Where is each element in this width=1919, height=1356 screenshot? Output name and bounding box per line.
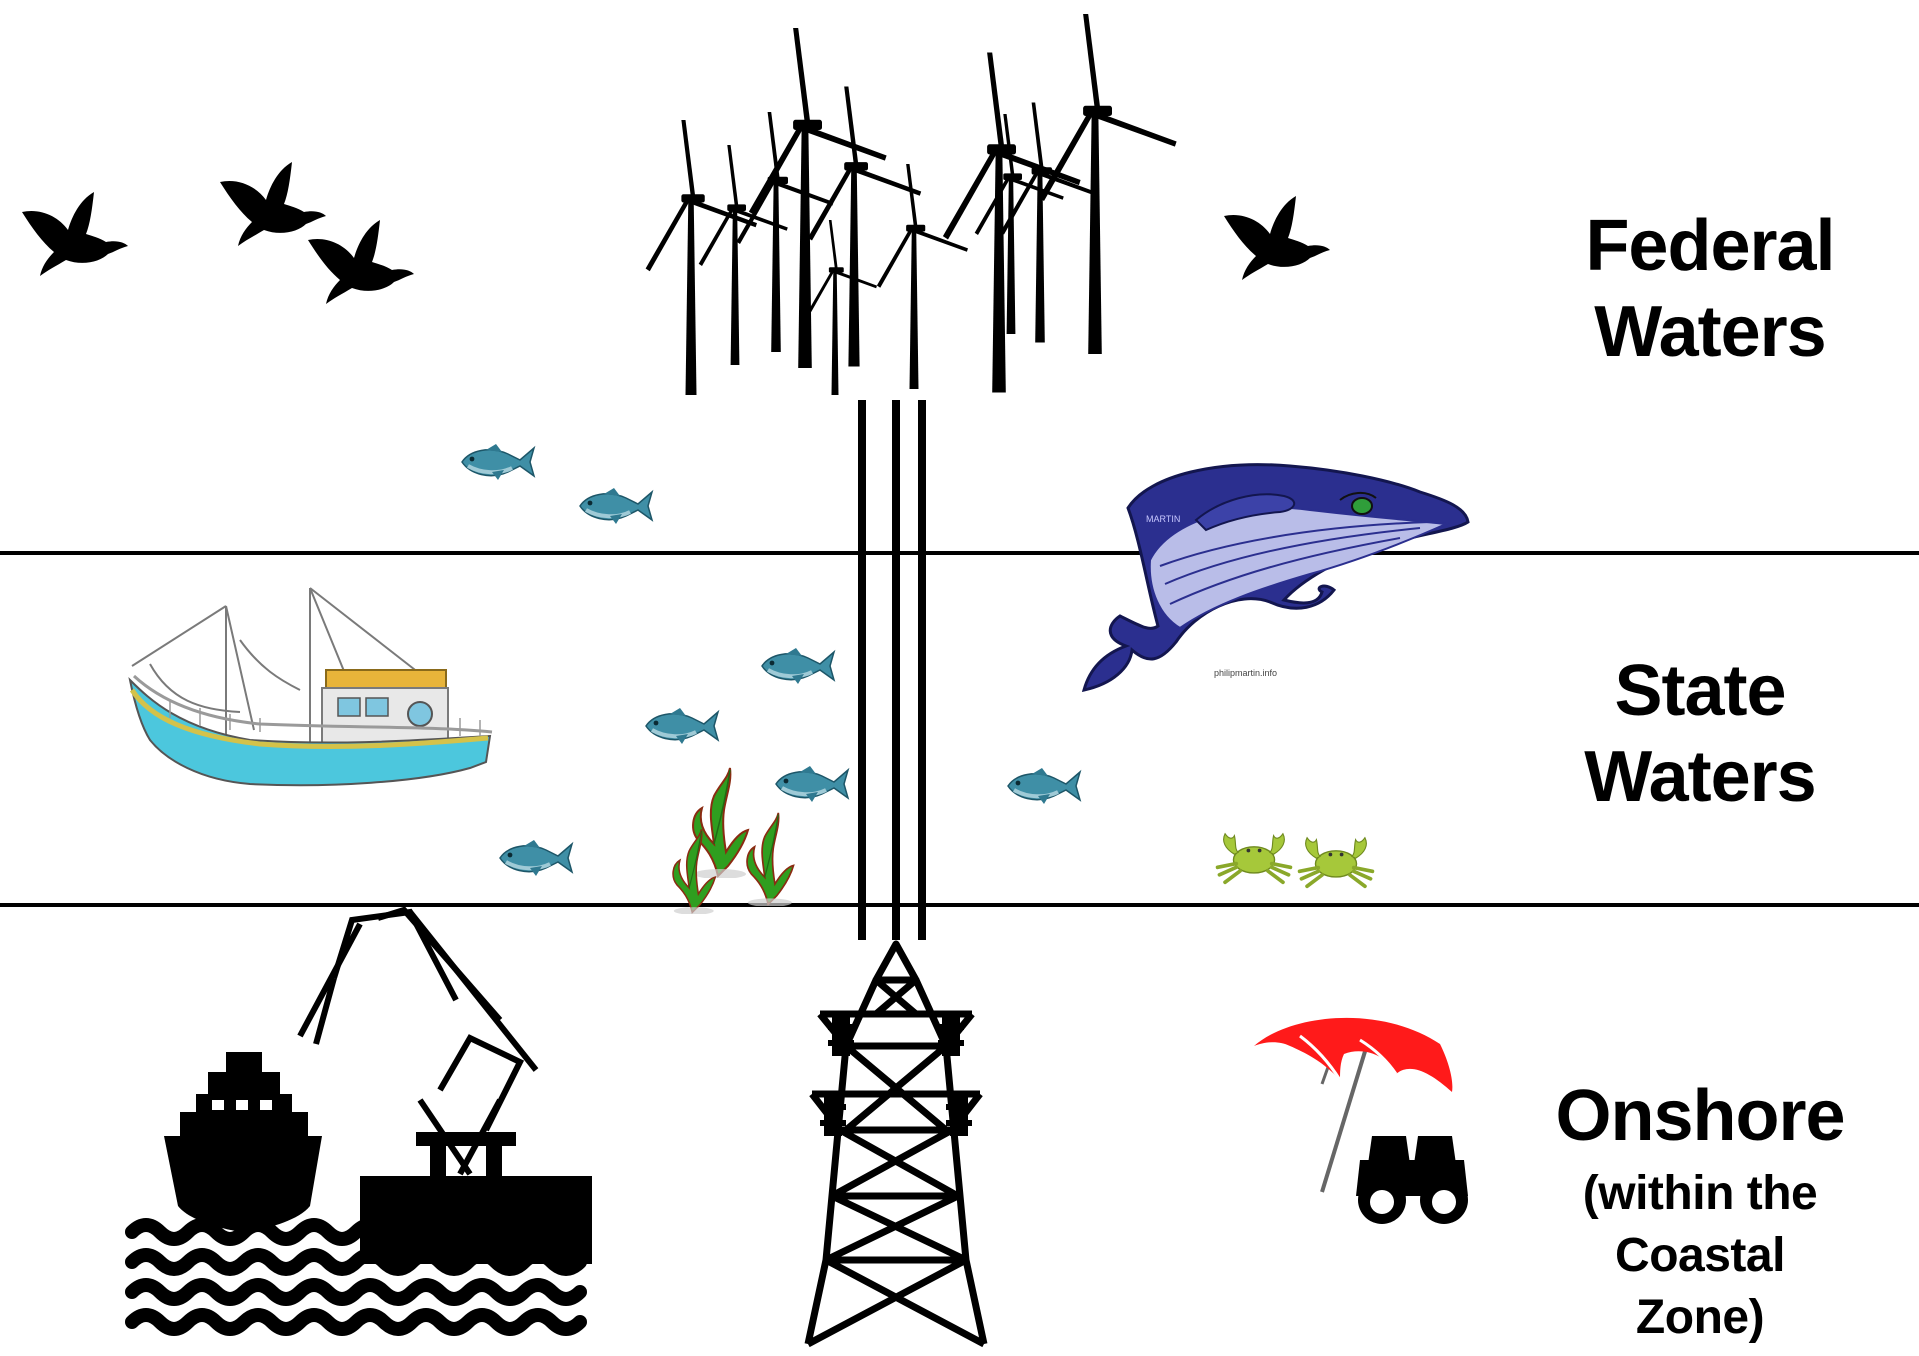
state-waters-label: State Waters <box>1545 655 1855 827</box>
wind-turbine-icon <box>1038 14 1177 354</box>
state-waters-label-line1: State <box>1614 651 1786 731</box>
seaweed-icon <box>692 767 749 878</box>
fish-icon <box>760 646 836 686</box>
federal-waters-label-line1: Federal <box>1585 206 1835 286</box>
harbor-waves <box>125 1218 587 1336</box>
binoculars-icon <box>1356 1136 1468 1224</box>
bird-icon <box>22 192 128 276</box>
seaweed-icon <box>746 811 795 906</box>
onshore-label-line4: Zone) <box>1635 1291 1765 1344</box>
wind-turbine-icon <box>645 120 757 395</box>
wind-turbine-icon <box>806 220 877 395</box>
fish-icon <box>1006 766 1082 806</box>
fish-icon <box>774 764 850 804</box>
onshore-label-line2: (within the <box>1582 1167 1818 1220</box>
fish-icon <box>578 486 654 526</box>
beach-umbrella-icon <box>1254 1017 1453 1193</box>
transmission-tower-icon <box>804 940 988 1348</box>
fishing-boat-icon <box>128 587 493 787</box>
onshore-label: Onshore (within the Coastal Zone) <box>1540 1080 1860 1356</box>
whale-icon: MARTIN philipmartin.info <box>1081 463 1470 692</box>
federal-waters-label-line2: Waters <box>1594 292 1826 372</box>
wind-turbine-icon <box>807 86 922 367</box>
export-cables <box>858 400 926 940</box>
whale-signature: MARTIN <box>1146 514 1180 524</box>
cargo-ship-icon <box>164 1052 322 1232</box>
wind-turbine-icon <box>876 164 968 389</box>
state-waters-label-line2: Waters <box>1584 737 1816 817</box>
wind-turbine-icon <box>736 112 834 352</box>
fish-icon <box>644 706 720 746</box>
federal-waters-label: Federal Waters <box>1560 210 1860 382</box>
port-crane-icon <box>297 906 539 1176</box>
fish-icon <box>498 838 574 878</box>
bird-icon <box>1224 196 1330 280</box>
bird-icon <box>308 220 414 304</box>
crab-icon <box>1297 835 1375 889</box>
tower-insulators <box>820 1014 972 1136</box>
bird-icon <box>220 162 326 246</box>
crab-icon <box>1215 831 1293 885</box>
whale-credit: philipmartin.info <box>1214 668 1277 678</box>
offshore-wind-farm <box>645 14 1177 395</box>
onshore-label-line3: Coastal <box>1615 1229 1785 1282</box>
onshore-label-line1: Onshore <box>1555 1076 1845 1156</box>
fish-icon <box>460 442 536 482</box>
